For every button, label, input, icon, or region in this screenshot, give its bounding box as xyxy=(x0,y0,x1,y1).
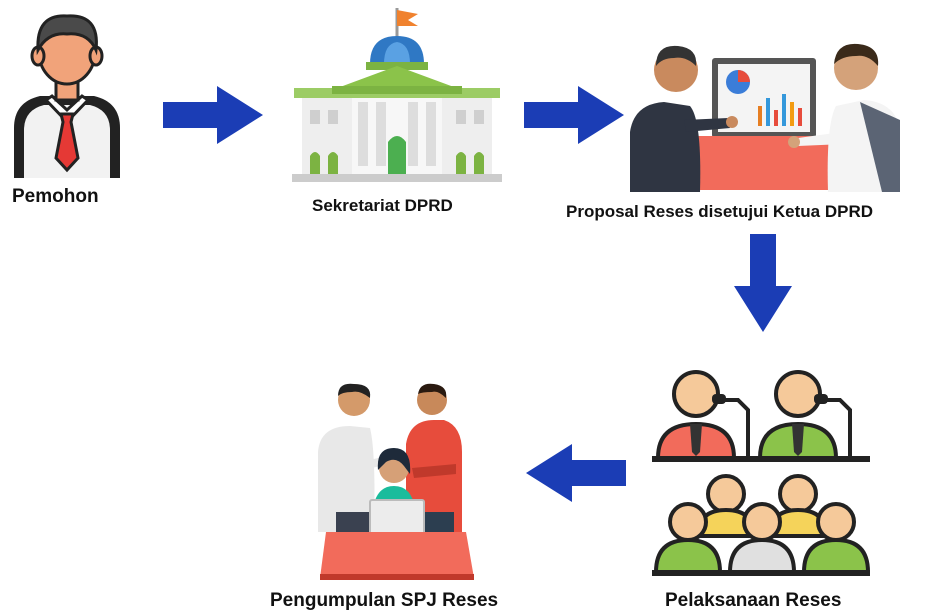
audience-conference-icon xyxy=(652,370,871,576)
arrow-left-icon xyxy=(526,444,626,502)
government-building-icon xyxy=(292,8,502,182)
applicant-person-icon xyxy=(14,14,120,178)
team-laptop-icon xyxy=(318,383,474,580)
step-label-proposal: Proposal Reses disetujui Ketua DPRD xyxy=(566,202,874,221)
step-label-pelaksanaan: Pelaksanaan Reses xyxy=(665,590,842,611)
arrow-right-icon xyxy=(524,86,624,144)
step-label-pemohon: Pemohon xyxy=(12,186,99,207)
arrow-right-icon xyxy=(163,86,263,144)
step-label-sekretariat: Sekretariat DPRD xyxy=(312,196,453,215)
meeting-presentation-icon xyxy=(630,43,900,192)
step-label-pengumpulan: Pengumpulan SPJ Reses xyxy=(270,590,499,611)
arrow-down-icon xyxy=(734,234,792,332)
